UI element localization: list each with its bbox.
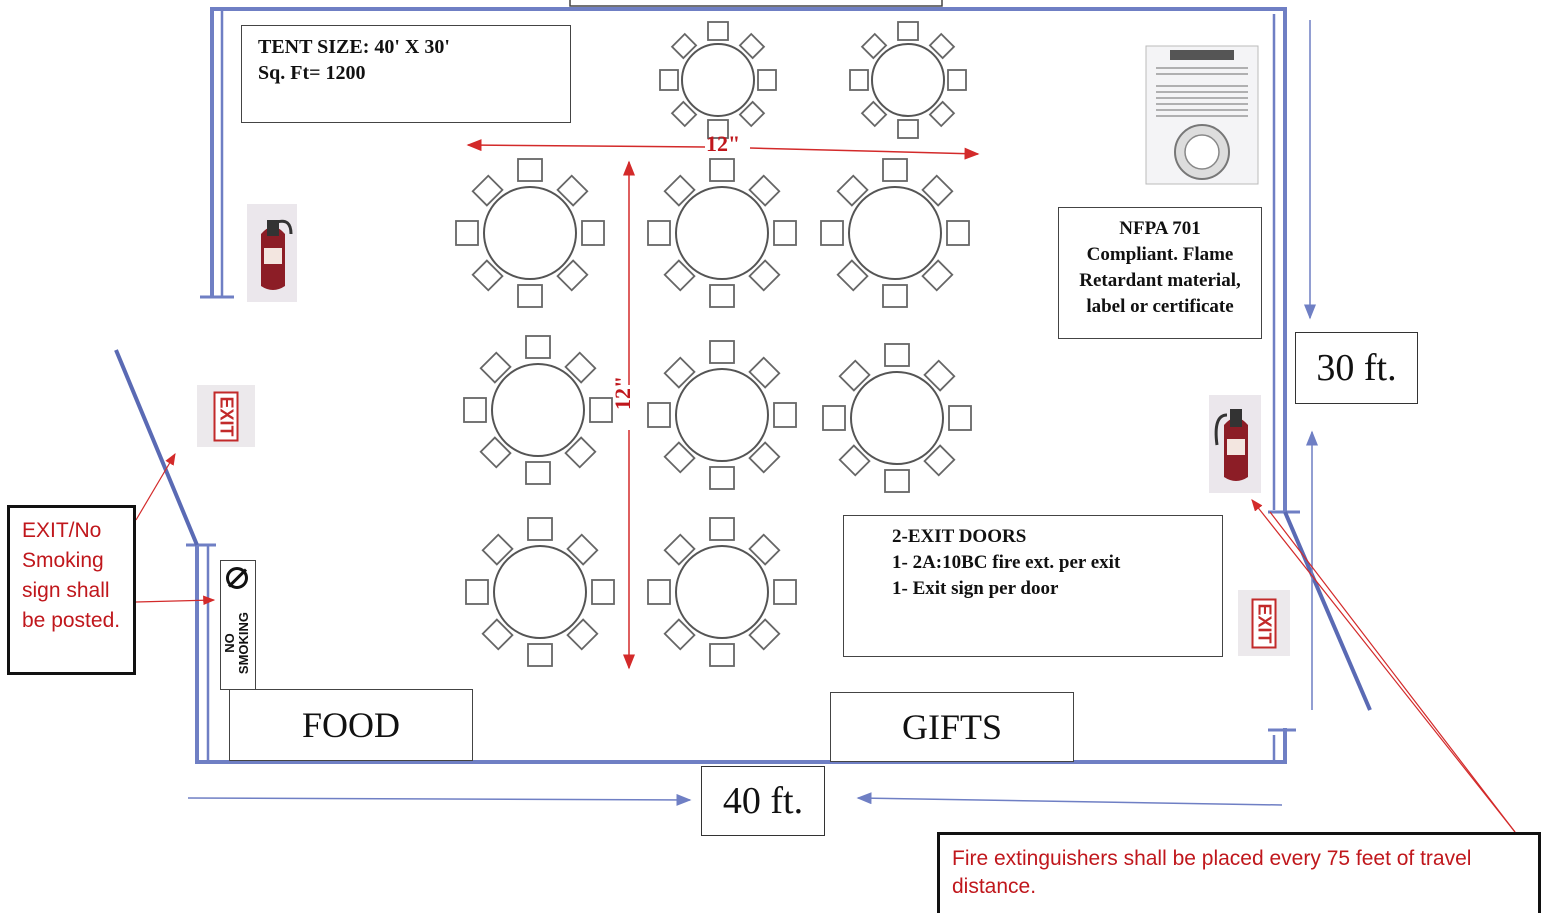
- exit-doors-line: 1- 2A:10BC fire ext. per exit: [892, 552, 1121, 573]
- nfpa-line: Retardant material,: [1079, 270, 1241, 291]
- pointer-exit-sign: [135, 452, 176, 521]
- pointer-ext-1: [1251, 499, 1516, 833]
- depth-dimension-label: 30 ft.: [1295, 332, 1418, 404]
- gifts-booth: GIFTS: [830, 692, 1074, 762]
- width-dimension-label: 40 ft.: [701, 766, 825, 836]
- width-arrow-right: [856, 792, 1283, 806]
- vertical-spacing-label: 12": [610, 375, 635, 410]
- top-cutoff-box: [569, 0, 943, 7]
- nfpa-line: NFPA 701: [1119, 218, 1201, 239]
- fire-extinguisher-note: Fire extinguishers shall be placed every…: [937, 832, 1541, 913]
- nfpa-compliance-box: NFPA 701 Compliant. Flame Retardant mate…: [1058, 207, 1262, 339]
- spacing-arrow-h-left: [466, 139, 706, 152]
- table-7: [647, 340, 797, 490]
- left-door: [114, 349, 199, 546]
- no-smoking-sign: NO SMOKING: [220, 560, 256, 690]
- fire-extinguisher-icon: [1209, 395, 1261, 493]
- nfpa-line: Compliant. Flame: [1086, 244, 1234, 265]
- exit-sign-note: EXIT/No Smoking sign shall be posted.: [7, 505, 136, 675]
- tent-walls: [186, 7, 1300, 764]
- no-smoking-line: SMOKING: [236, 611, 251, 675]
- food-label: FOOD: [301, 705, 400, 745]
- exit-doors-line: 1- Exit sign per door: [892, 578, 1059, 599]
- square-feet-line: Sq. Ft= 1200: [258, 62, 366, 84]
- gifts-label: GIFTS: [901, 707, 1003, 747]
- table-5: [820, 158, 970, 308]
- certificate-icon: [1145, 45, 1259, 185]
- exit-sign-right: EXIT: [1238, 590, 1290, 656]
- no-smoking-text: NO SMOKING: [222, 603, 251, 683]
- table-10: [647, 517, 797, 667]
- spacing-arrow-h-right: [749, 147, 980, 160]
- table-2: [849, 21, 967, 139]
- pointer-ext-2: [1269, 511, 1516, 833]
- fire-extinguisher-icon: [247, 204, 297, 302]
- exit-doors-box: 2-EXIT DOORS 1- 2A:10BC fire ext. per ex…: [843, 515, 1223, 657]
- table-8: [822, 343, 972, 493]
- fire-extinguisher-note-text: Fire extinguishers shall be placed every…: [952, 847, 1472, 898]
- tent-size-line: TENT SIZE: 40' X 30': [258, 36, 450, 58]
- table-3: [455, 158, 605, 308]
- width-dimension-text: 40 ft.: [722, 780, 804, 822]
- width-arrow-left: [187, 793, 692, 806]
- pointer-no-smoking: [135, 595, 216, 606]
- no-smoking-line: NO: [222, 633, 237, 653]
- food-booth: FOOD: [229, 689, 473, 761]
- exit-sign-note-text: EXIT/No Smoking sign shall be posted.: [22, 519, 121, 632]
- table-4: [647, 158, 797, 308]
- table-6: [463, 335, 613, 485]
- exit-sign-text: EXIT: [1251, 597, 1277, 649]
- table-1: [659, 21, 777, 139]
- exit-doors-title: 2-EXIT DOORS: [892, 526, 1027, 547]
- horizontal-spacing-label: 12": [706, 131, 741, 156]
- depth-dimension-text: 30 ft.: [1316, 347, 1397, 389]
- exit-sign-text: EXIT: [213, 390, 239, 442]
- table-9: [465, 517, 615, 667]
- exit-sign-left: EXIT: [197, 385, 255, 447]
- nfpa-line: label or certificate: [1086, 296, 1234, 317]
- no-smoking-icon: [226, 567, 248, 589]
- tent-size-box: TENT SIZE: 40' X 30' Sq. Ft= 1200: [241, 25, 571, 123]
- right-door: [1283, 511, 1372, 711]
